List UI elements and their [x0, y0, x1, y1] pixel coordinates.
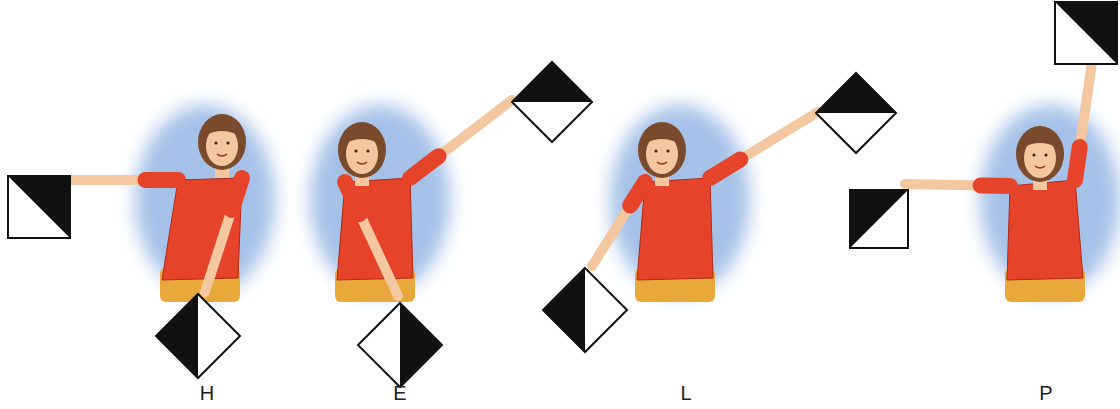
- blue-haze: [310, 105, 450, 295]
- arm: [62, 175, 178, 185]
- semaphore-figure: [850, 2, 1120, 302]
- semaphore-flag: [512, 62, 592, 142]
- eye: [654, 149, 657, 152]
- sleeve: [345, 182, 360, 214]
- eye: [1032, 153, 1035, 156]
- sleeve: [1075, 147, 1080, 180]
- sleeve: [410, 156, 439, 178]
- letter-label: H: [200, 382, 214, 404]
- arm: [592, 182, 645, 266]
- arm: [1075, 62, 1092, 180]
- arm: [345, 182, 398, 296]
- eye: [1044, 153, 1047, 156]
- eye: [226, 141, 229, 144]
- arm: [710, 112, 818, 178]
- semaphore-flag: [1055, 2, 1117, 64]
- semaphore-flag: [543, 268, 627, 352]
- hair-fringe: [1022, 136, 1058, 148]
- semaphore-flag: [8, 176, 70, 238]
- sleeve: [232, 178, 242, 210]
- flag-black-half: [1055, 2, 1117, 64]
- hair: [198, 114, 246, 170]
- semaphore-flag: [156, 294, 240, 378]
- hair: [638, 122, 686, 178]
- hair-fringe: [644, 132, 680, 144]
- shirt: [637, 178, 713, 280]
- flag-black-half: [512, 62, 592, 102]
- eye: [366, 149, 369, 152]
- sleeve: [710, 160, 740, 178]
- flag-black-half: [8, 176, 70, 238]
- letter-label: L: [680, 382, 691, 404]
- mouth: [217, 154, 227, 156]
- eye: [666, 149, 669, 152]
- blue-haze: [610, 105, 750, 295]
- flag-black-half: [400, 303, 442, 387]
- flag-black-half: [816, 73, 896, 113]
- semaphore-flag: [816, 73, 896, 153]
- letter-label: E: [393, 382, 406, 404]
- semaphore-flag: [358, 303, 442, 387]
- arm: [410, 100, 512, 178]
- semaphore-flag: [850, 190, 908, 248]
- arm: [905, 184, 1010, 186]
- flag-black-half: [543, 268, 585, 352]
- eye: [354, 149, 357, 152]
- blue-haze: [980, 105, 1120, 295]
- blue-haze: [135, 105, 275, 295]
- hair: [1016, 126, 1064, 182]
- sleeve: [146, 172, 178, 188]
- semaphore-figure: [8, 105, 275, 378]
- shirt: [337, 178, 413, 280]
- sleeve: [630, 182, 645, 206]
- sleeve: [981, 177, 1010, 194]
- shirt: [1007, 180, 1083, 280]
- hair-fringe: [344, 132, 380, 144]
- hair-fringe: [204, 124, 240, 136]
- flag-black-half: [156, 294, 198, 378]
- flag-black-half: [850, 190, 908, 248]
- letter-label: P: [1039, 382, 1052, 404]
- eye: [214, 141, 217, 144]
- mouth: [657, 162, 667, 164]
- semaphore-figure: [310, 62, 592, 387]
- arm: [205, 178, 242, 292]
- mouth: [357, 162, 367, 164]
- hair: [338, 122, 386, 178]
- semaphore-figure: [543, 73, 896, 352]
- mouth: [1035, 166, 1045, 168]
